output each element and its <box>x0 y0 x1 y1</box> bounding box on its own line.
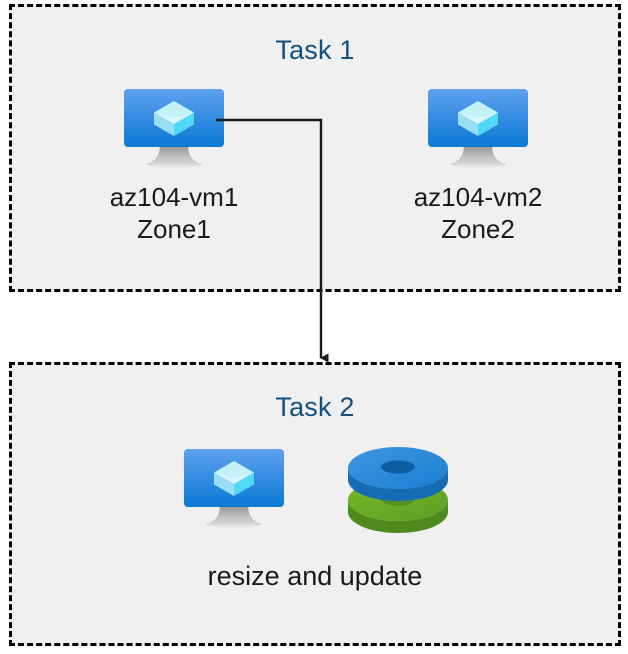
task-2-icon-row <box>12 447 618 539</box>
task-1-title: Task 1 <box>275 35 355 65</box>
vm-label-line1: az104-vm2 <box>413 182 543 212</box>
virtual-machine-icon <box>180 447 288 534</box>
vm-label-line1: az104-vm1 <box>109 182 239 212</box>
task-2-container: Task 2 <box>9 362 621 646</box>
task-2-title: Task 2 <box>275 392 355 422</box>
vm-node-az104-vm1[interactable]: az104-vm1 Zone1 <box>74 87 274 245</box>
vm-node-az104-vm2[interactable]: az104-vm2 Zone2 <box>378 87 578 245</box>
virtual-machine-icon <box>74 87 274 169</box>
vm-label-line2: Zone2 <box>441 214 515 244</box>
virtual-machine-icon <box>378 87 578 169</box>
task-2-caption: resize and update <box>207 561 423 591</box>
task-1-container: Task 1 <box>9 4 621 292</box>
vm-label-line2: Zone1 <box>137 214 211 244</box>
managed-disks-icon <box>346 447 450 538</box>
